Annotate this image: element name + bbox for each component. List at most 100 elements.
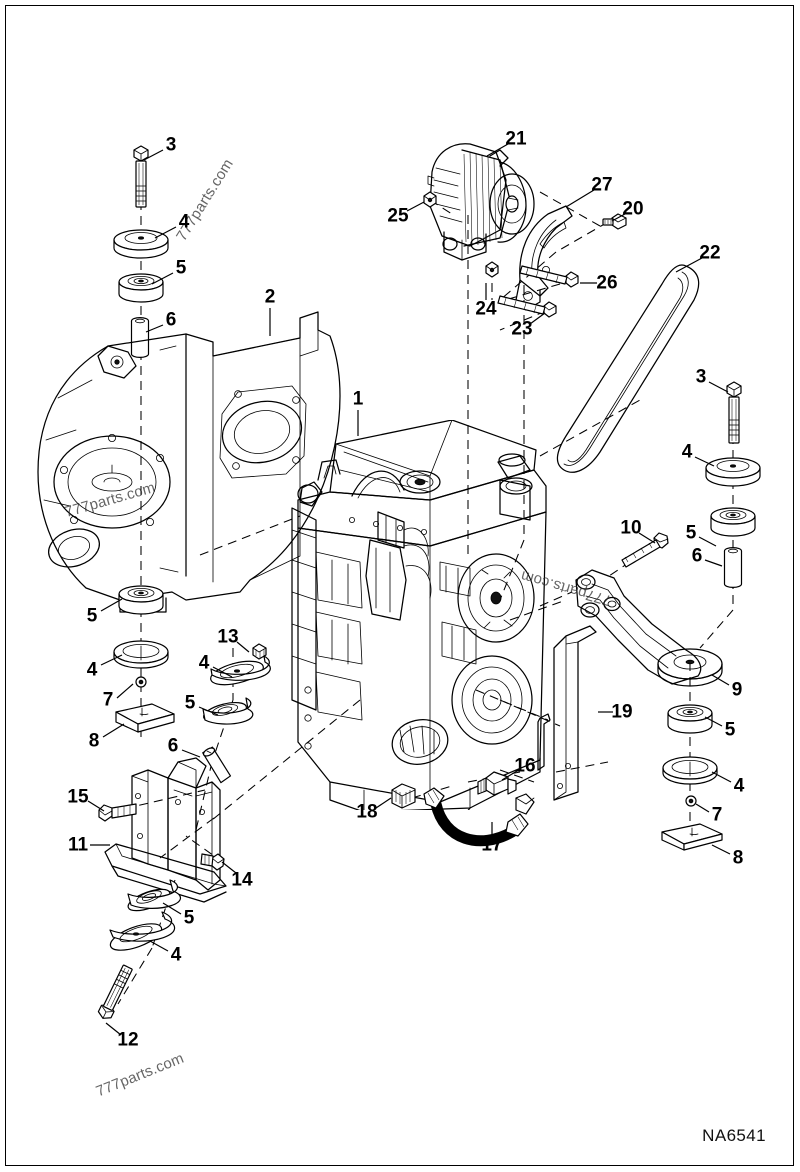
part-20-bolt xyxy=(602,213,627,230)
callout-drive-belt: 22 xyxy=(699,242,721,264)
leader-line-mount-washer-left xyxy=(100,654,123,666)
callout-fitting-16: 16 xyxy=(514,755,536,777)
part-4-mount-washer-center xyxy=(210,655,271,686)
part-4-mount-washer-lower-right xyxy=(662,756,718,785)
leader-line-drive-belt xyxy=(675,257,703,273)
leader-line-mount-bolt-upper-left xyxy=(143,149,164,161)
callout-rubber-isolator-upper-left: 5 xyxy=(175,257,187,279)
leader-line-mount-washer-right xyxy=(694,456,715,467)
callout-rubber-isolator-left: 5 xyxy=(86,605,98,627)
part-5-rubber-isolator-left xyxy=(118,585,164,615)
callout-rubber-isolator-lower-right: 5 xyxy=(724,719,736,741)
leader-line-mount-washer-lower-right xyxy=(711,771,732,783)
leader-line-rubber-isolator-right xyxy=(698,536,717,547)
callout-bolt-10: 10 xyxy=(620,517,642,539)
drawing-number: NA6541 xyxy=(702,1126,766,1145)
leader-line-mount-bolt-right xyxy=(708,381,729,393)
callout-mount-washer-upper-left: 4 xyxy=(178,211,190,233)
callout-shim-plate-lower-right: 8 xyxy=(732,847,744,869)
leader-line-nut-13 xyxy=(236,641,250,653)
leader-line-bolt-10 xyxy=(638,532,656,544)
part-4-mount-washer-bottom xyxy=(109,911,176,951)
callout-rubber-isolator-bottom: 5 xyxy=(183,907,195,929)
part-16-fitting xyxy=(477,771,517,796)
leader-line-rubber-isolator-bottom xyxy=(162,902,182,915)
part-5-rubber-isolator-upper-left xyxy=(118,273,164,303)
callout-engine-mount-arm: 9 xyxy=(731,679,743,701)
callout-hose-17: 17 xyxy=(481,834,503,856)
callout-nut-13: 13 xyxy=(217,626,239,648)
part-6-spacer-sleeve-upper-left xyxy=(130,317,150,358)
callout-bolt-14: 14 xyxy=(231,869,253,891)
callout-rubber-isolator-center: 5 xyxy=(184,692,196,714)
callout-mount-bolt-bottom: 12 xyxy=(117,1029,139,1051)
part-2-flywheel-bell-housing xyxy=(37,311,341,613)
callout-mount-bolt-upper-left: 3 xyxy=(165,134,177,156)
part-10-bolt xyxy=(621,532,669,568)
leader-line-bolt-14 xyxy=(221,861,237,874)
leader-line-mount-washer-upper-left xyxy=(154,226,177,239)
leader-line-nut-18 xyxy=(375,797,392,809)
callout-alternator-bracket: 27 xyxy=(591,174,613,196)
leader-line-rubber-isolator-center xyxy=(198,706,219,716)
part-11-mount-bracket xyxy=(104,757,227,903)
leader-line-bolt-15 xyxy=(87,800,105,812)
callout-lock-washer-lower-right: 7 xyxy=(711,804,723,826)
leader-line-alternator xyxy=(486,143,509,157)
part-18-nut xyxy=(391,783,416,809)
leader-line-lock-washer-left xyxy=(116,683,134,699)
part-1-engine-assembly xyxy=(291,420,547,810)
callout-flywheel-bell-housing: 2 xyxy=(264,286,276,308)
leader-line-alternator-bracket xyxy=(565,189,595,208)
part-4-mount-washer-upper-left xyxy=(113,229,169,259)
callout-nut-18: 18 xyxy=(356,801,378,823)
part-24-nut xyxy=(485,261,499,278)
leader-line-rubber-isolator-left xyxy=(100,598,123,612)
leader-line-bolt-20 xyxy=(611,213,626,222)
part-8-shim-plate-left xyxy=(115,703,175,733)
callout-shim-plate-left: 8 xyxy=(88,730,100,752)
callout-rubber-isolator-right: 5 xyxy=(685,522,697,544)
callout-spacer-sleeve-upper-left: 6 xyxy=(165,309,177,331)
part-5-rubber-isolator-right xyxy=(710,507,756,537)
part-7-lock-washer-lower-right xyxy=(685,795,697,807)
callout-engine-assembly: 1 xyxy=(352,388,364,410)
leader-line-bolt-23 xyxy=(529,312,546,325)
part-25-nut xyxy=(423,191,437,208)
callout-leader-lines xyxy=(87,143,732,1036)
part-21-alternator xyxy=(427,143,535,261)
callout-spacer-sleeve-center: 6 xyxy=(167,735,179,757)
leader-line-rubber-isolator-upper-left xyxy=(151,272,174,285)
callout-mount-washer-left: 4 xyxy=(86,659,98,681)
part-7-lock-washer-left xyxy=(135,676,147,688)
part-3-mount-bolt-right xyxy=(726,381,742,444)
callout-bolt-26: 26 xyxy=(596,272,618,294)
callout-alternator: 21 xyxy=(505,128,527,150)
callout-lock-washer-left: 7 xyxy=(102,689,114,711)
callout-bolt-23: 23 xyxy=(511,318,533,340)
part-6-spacer-sleeve-center xyxy=(202,746,232,784)
callout-mount-bolt-right: 3 xyxy=(695,366,707,388)
leader-line-spacer-sleeve-upper-left xyxy=(145,324,164,333)
leader-line-shim-plate-lower-right xyxy=(711,844,731,855)
callout-mount-bracket-11: 11 xyxy=(67,834,89,856)
part-12-mount-bolt-bottom xyxy=(97,964,133,1019)
leader-line-lock-washer-lower-right xyxy=(695,803,710,813)
assembly-dash-lines xyxy=(109,186,734,1005)
leader-line-fitting-16 xyxy=(501,770,518,781)
callout-spacer-sleeve-right: 6 xyxy=(691,545,703,567)
leader-line-mount-bolt-bottom xyxy=(105,1022,122,1036)
leader-line-nut-25 xyxy=(406,201,425,212)
part-5-rubber-isolator-lower-right xyxy=(667,704,713,734)
callout-mount-washer-lower-right: 4 xyxy=(733,775,745,797)
leader-line-mount-washer-bottom xyxy=(149,940,169,952)
part-23-bolt xyxy=(497,295,557,318)
leader-line-spacer-sleeve-right xyxy=(704,559,723,567)
part-6-spacer-sleeve-right xyxy=(723,546,743,588)
part-5-rubber-isolator-bottom xyxy=(127,879,182,912)
part-26-bolt xyxy=(519,265,579,288)
callout-mount-washer-right: 4 xyxy=(681,441,693,463)
part-17-hose xyxy=(423,787,535,847)
part-14-bolt xyxy=(200,853,225,871)
